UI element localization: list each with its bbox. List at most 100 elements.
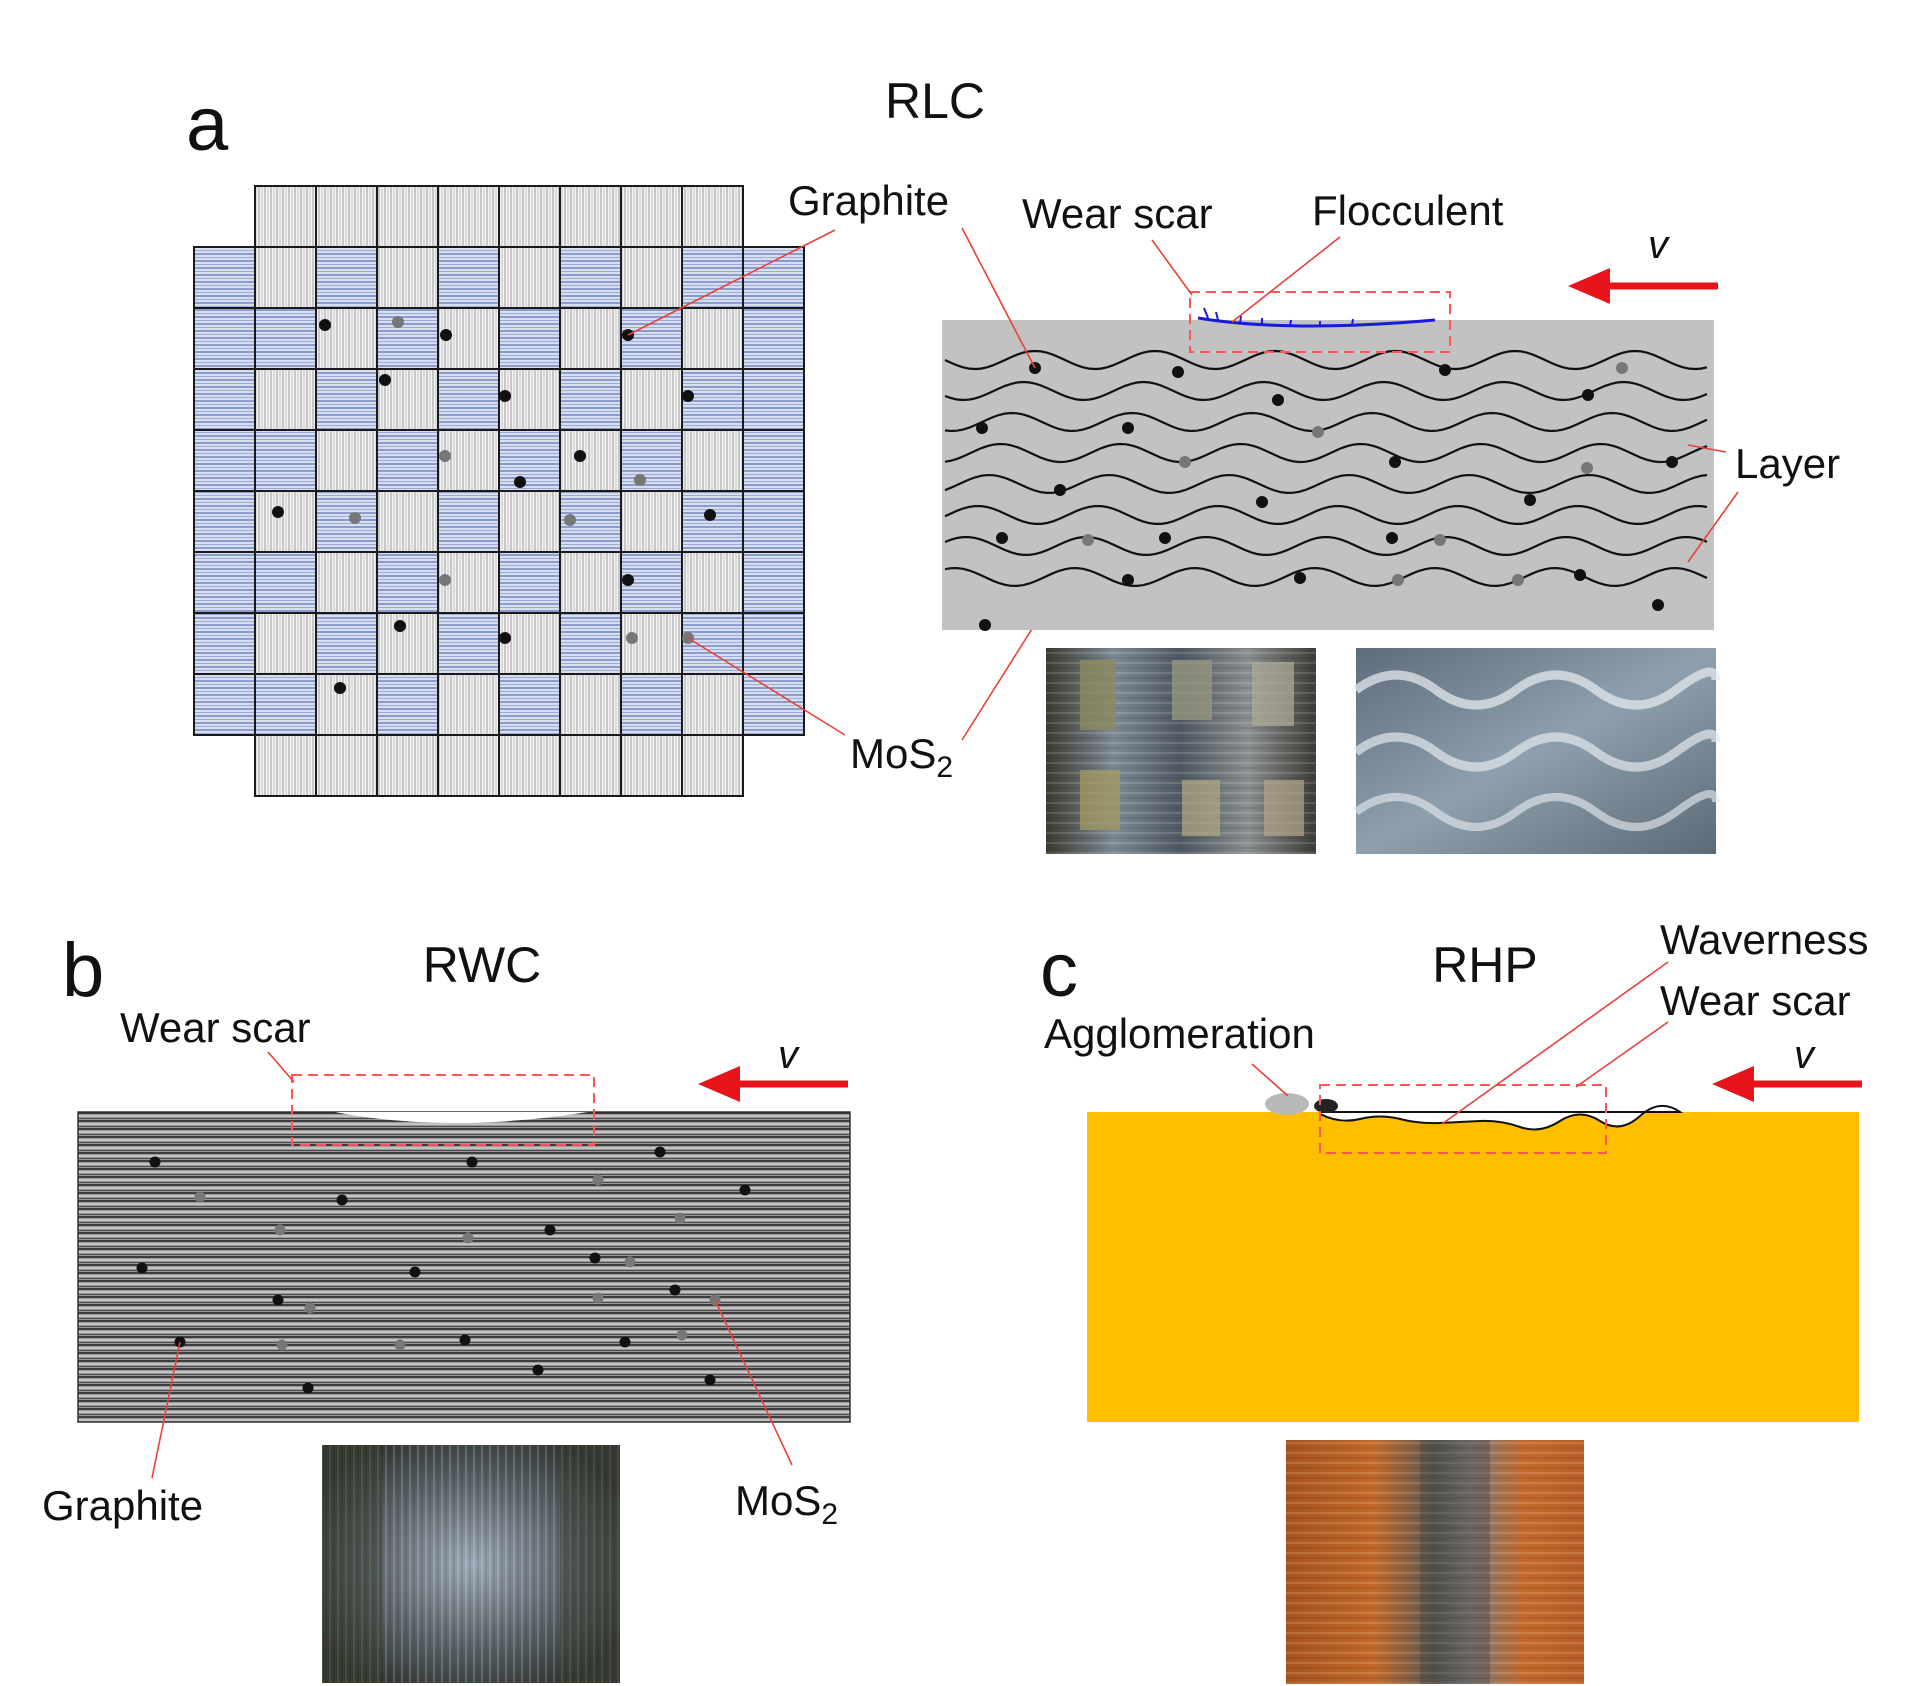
weft-yarn-cell — [437, 246, 500, 309]
weft-yarn-cell — [376, 429, 439, 492]
rwc-mos2-leader — [714, 1299, 793, 1466]
graphite-particle — [334, 682, 346, 694]
flocculent-label: Flocculent — [1312, 187, 1504, 234]
graphite-particle — [1389, 456, 1401, 468]
mos2-particle — [349, 512, 361, 524]
graphite-particle — [704, 509, 716, 521]
graphite-particle — [1666, 456, 1678, 468]
micrograph-b — [322, 1445, 620, 1683]
panel-c-title: RHP — [1432, 937, 1538, 993]
graphite-particle — [499, 632, 511, 644]
warp-yarn-cell — [559, 429, 622, 492]
weft-yarn-cell — [376, 551, 439, 614]
rwc-wear-scar-notch — [335, 1112, 588, 1123]
weft-yarn-cell — [559, 612, 622, 675]
mos2-particle — [1179, 456, 1191, 468]
graphite-particle — [574, 450, 586, 462]
warp-yarn-cell — [681, 734, 744, 797]
graphite-particle — [1054, 484, 1066, 496]
mos2-particle — [592, 1174, 604, 1186]
warp-yarn-cell — [681, 185, 744, 248]
mos2-label-subscript: 2 — [936, 751, 953, 784]
warp-yarn-cell — [681, 429, 744, 492]
graphite-leader — [627, 229, 836, 336]
warp-yarn-cell — [498, 185, 561, 248]
mos2-particle — [1082, 534, 1094, 546]
weft-yarn-cell — [681, 612, 744, 675]
weft-yarn-cell — [742, 368, 805, 431]
micrograph-a-right — [1353, 648, 1721, 854]
waverness-label: Waverness — [1660, 916, 1869, 963]
weft-yarn-cell — [193, 368, 256, 431]
rwc-mos2-label: MoS2 — [735, 1477, 838, 1531]
rhp-block — [1087, 1112, 1859, 1422]
graphite-particle — [319, 319, 331, 331]
waverness-leader — [1441, 961, 1669, 1125]
panel-b: b RWC Wear scar v Graphite MoS2 — [42, 928, 851, 1683]
weft-yarn-cell — [254, 673, 317, 736]
warp-yarn-cell — [498, 612, 561, 675]
warp-yarn-cell — [620, 368, 683, 431]
layer-line — [944, 411, 1708, 433]
warp-yarn-cell — [376, 246, 439, 309]
weft-yarn-cell — [742, 673, 805, 736]
mos2-particle — [1581, 462, 1593, 474]
graphite-particle — [336, 1194, 348, 1206]
graphite-label: Graphite — [788, 177, 949, 224]
layer-line — [944, 536, 1708, 556]
warp-yarn-cell — [620, 246, 683, 309]
graphite-particle — [466, 1156, 478, 1168]
graphite-particle — [272, 1294, 284, 1306]
graphite-particle — [149, 1156, 161, 1168]
graphite-particle — [682, 390, 694, 402]
velocity-label-c: v — [1794, 1033, 1816, 1077]
warp-yarn-cell — [254, 490, 317, 553]
weft-yarn-cell — [620, 673, 683, 736]
graphite-particle — [1524, 494, 1536, 506]
graphite-particle — [704, 1374, 716, 1386]
mos2-particle — [276, 1339, 288, 1351]
mos2-particle — [676, 1329, 688, 1341]
woven-fabric-schematic — [193, 185, 805, 797]
mos2-particle — [439, 450, 451, 462]
graphite-leader-layered — [961, 227, 1036, 369]
graphite-particle — [544, 1224, 556, 1236]
graphite-particle — [440, 329, 452, 341]
graphite-particle — [979, 619, 991, 631]
mos2-particle — [592, 1292, 604, 1304]
warp-yarn-cell — [498, 490, 561, 553]
weft-yarn-cell — [254, 307, 317, 370]
graphite-particle — [1256, 496, 1268, 508]
mos2-particle — [626, 632, 638, 644]
panel-b-letter: b — [62, 928, 104, 1013]
wear-scar-curve — [1197, 316, 1436, 328]
panel-a: a RLC Graphite MoS2 Wear scar Flocculent… — [186, 73, 1840, 854]
warp-yarn-cell — [254, 185, 317, 248]
rwc-mos2-label-subscript: 2 — [821, 1498, 838, 1531]
flocculent-fibers — [1203, 307, 1354, 327]
weft-yarn-cell — [193, 490, 256, 553]
graphite-particle — [976, 422, 988, 434]
graphite-particle — [654, 1146, 666, 1158]
rwc-graphite-leader — [151, 1341, 181, 1479]
warp-yarn-cell — [559, 185, 622, 248]
warp-yarn-cell — [315, 551, 378, 614]
weft-yarn-cell — [742, 429, 805, 492]
graphite-particle — [1294, 572, 1306, 584]
rwc-mos2-label-base: MoS — [735, 1477, 821, 1524]
warp-yarn-cell — [559, 307, 622, 370]
mos2-particle — [1312, 426, 1324, 438]
layer-line — [944, 349, 1708, 371]
graphite-particle — [1272, 394, 1284, 406]
mos2-particle — [1512, 574, 1524, 586]
weft-yarn-cell — [254, 551, 317, 614]
warp-yarn-cell — [498, 246, 561, 309]
graphite-particle — [622, 574, 634, 586]
mos2-particle — [194, 1191, 206, 1203]
mos2-label: MoS2 — [850, 730, 953, 784]
graphite-particle — [1122, 574, 1134, 586]
micrograph-a-left — [1046, 648, 1316, 854]
weft-yarn-cell — [193, 307, 256, 370]
rwc-block — [77, 1111, 851, 1423]
